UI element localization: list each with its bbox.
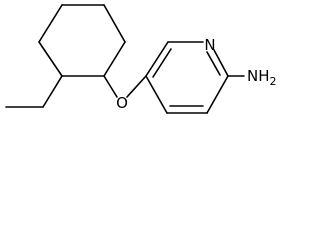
molecule-diagram: O N NH2	[5, 4, 277, 114]
bond-ether-to-ring	[103, 75, 118, 98]
bond-pyridine-3	[213, 49, 229, 77]
bond-ethyl-1	[42, 75, 63, 108]
cyclohexane-ring	[38, 4, 126, 77]
nitrogen-atom-label: N	[204, 36, 215, 54]
amine-subscript: 2	[270, 75, 277, 88]
amine-label: NH2	[247, 67, 277, 88]
ether-linkage: O	[103, 75, 147, 112]
amine-nh: NH	[247, 67, 270, 85]
oxygen-atom-label: O	[116, 94, 128, 112]
bond-pyridine-1	[145, 41, 169, 77]
bond-cyclohexane-1	[38, 4, 63, 43]
bond-pyridine-3-inner	[206, 51, 221, 76]
bond-cyclohexane-6	[38, 41, 63, 77]
pyridine-ring: N	[145, 36, 229, 114]
bond-cyclohexane-4	[103, 41, 126, 77]
amine-group: NH2	[227, 67, 277, 88]
bond-ether-to-pyridine	[126, 75, 147, 98]
bond-pyridine-4	[206, 75, 229, 114]
bond-pyridine-1-inner	[152, 48, 172, 78]
bond-cyclohexane-3	[103, 4, 126, 43]
ethyl-group	[5, 75, 63, 108]
bond-pyridine-6	[145, 75, 168, 114]
